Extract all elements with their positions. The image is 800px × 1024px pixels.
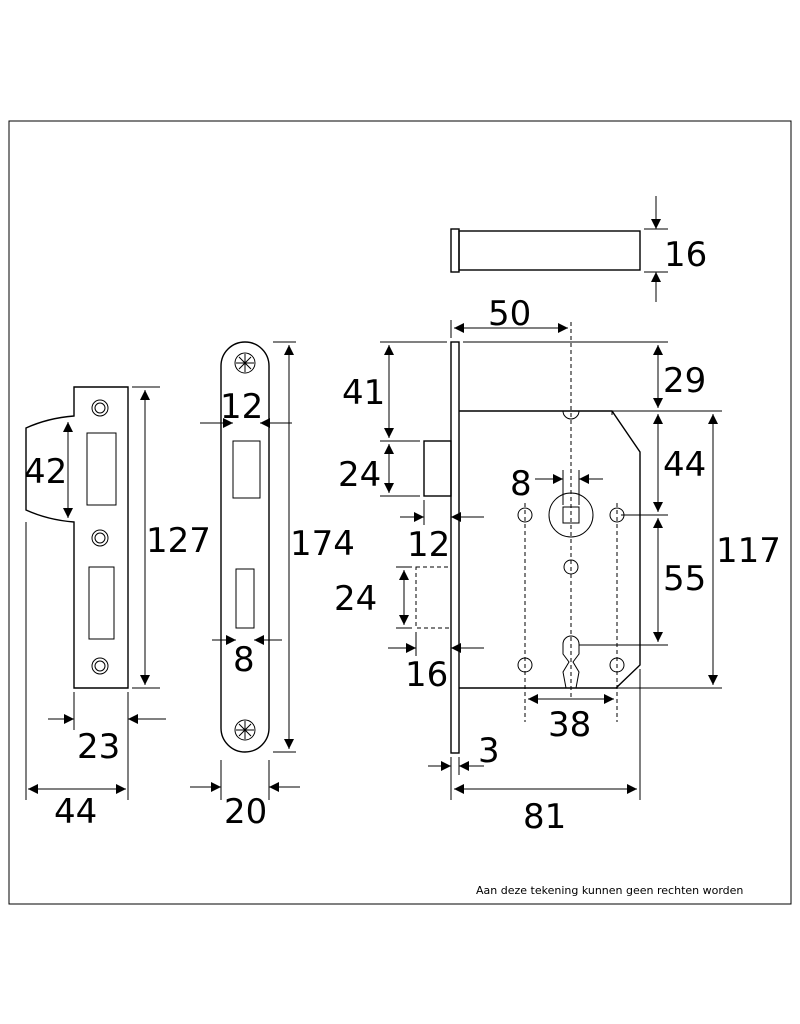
dim-cylinder-diameter: 16 [664,235,707,275]
dim-striker-face-height: 127 [146,521,211,561]
faceplate [220,341,270,753]
lock-body [415,322,641,754]
drawing-frame [8,120,792,905]
dim-backset: 50 [488,294,531,334]
dim-plate-thickness: 3 [478,731,500,771]
dim-bolt-height: 24 [334,579,377,619]
dim-latch-height: 24 [338,455,381,495]
lock-body-dimensions [380,196,722,800]
dim-faceplate-slot-width: 12 [220,387,263,427]
dim-case-height: 117 [716,531,781,571]
faceplate-dimensions [190,341,300,800]
strike-plate-dimensions [25,386,166,800]
dim-case-top-to-spindle: 44 [663,445,706,485]
dim-screw-spacing: 38 [548,705,591,745]
dim-bolt-projection: 16 [405,655,448,695]
cylinder [450,228,641,273]
dim-striker-total-width: 44 [54,792,97,832]
dim-top-to-case: 29 [663,361,706,401]
dim-case-depth: 81 [523,797,566,837]
dim-top-offset: 41 [342,373,385,413]
dim-faceplate-width: 20 [224,792,267,832]
dim-striker-height: 42 [24,452,67,492]
dim-faceplate-bolt-width: 8 [233,640,255,680]
dim-striker-offset-width: 23 [77,727,120,767]
dim-faceplate-height: 174 [290,524,355,564]
strike-plate [25,386,129,689]
dim-spindle-square: 8 [510,464,532,504]
dim-spindle-to-key: 55 [663,559,706,599]
dim-latch-projection: 12 [407,525,450,565]
disclaimer-note: Aan deze tekening kunnen geen rechten wo… [476,884,743,897]
